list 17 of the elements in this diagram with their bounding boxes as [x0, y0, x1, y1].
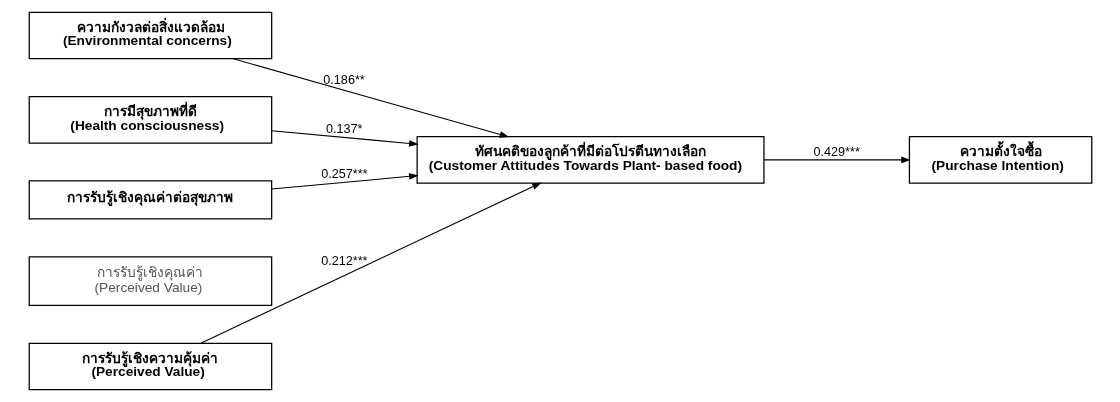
arrow — [232, 58, 509, 138]
arrow — [270, 173, 419, 190]
node-box: ความกังวลต่อสิ่งแวดล้อม (Environmental concerns) — [28, 11, 272, 60]
node-box: ความตั้งใจซื้อ (Purchase Intention) — [908, 136, 1092, 184]
node-box: ทัศนคติของลูกค้าที่มีต่อโปรตีนทางเลือก (Customer Attitudes Towards Plant- based food) — [416, 136, 765, 184]
arrow — [763, 156, 911, 164]
edge-label: 0.186** — [322, 72, 365, 87]
node-box: การรับรู้เชิงคุณค่า (Perceived Value) — [28, 256, 272, 306]
edge-label: 0.257*** — [320, 167, 368, 182]
arrow — [199, 182, 542, 344]
node-box: การมีสุขภาพที่ดี (Health consciousness) — [28, 96, 272, 144]
edge-label: 0.429*** — [812, 145, 860, 160]
edge-label: 0.212*** — [320, 253, 368, 268]
edge-label: 0.137* — [325, 122, 362, 137]
node-box: การรับรู้เชิงคุณค่าต่อสุขภาพ — [28, 180, 272, 220]
arrow — [270, 130, 419, 147]
node-box: การรับรู้เชิงความคุ้มค่า (Perceived Value) — [28, 342, 272, 391]
